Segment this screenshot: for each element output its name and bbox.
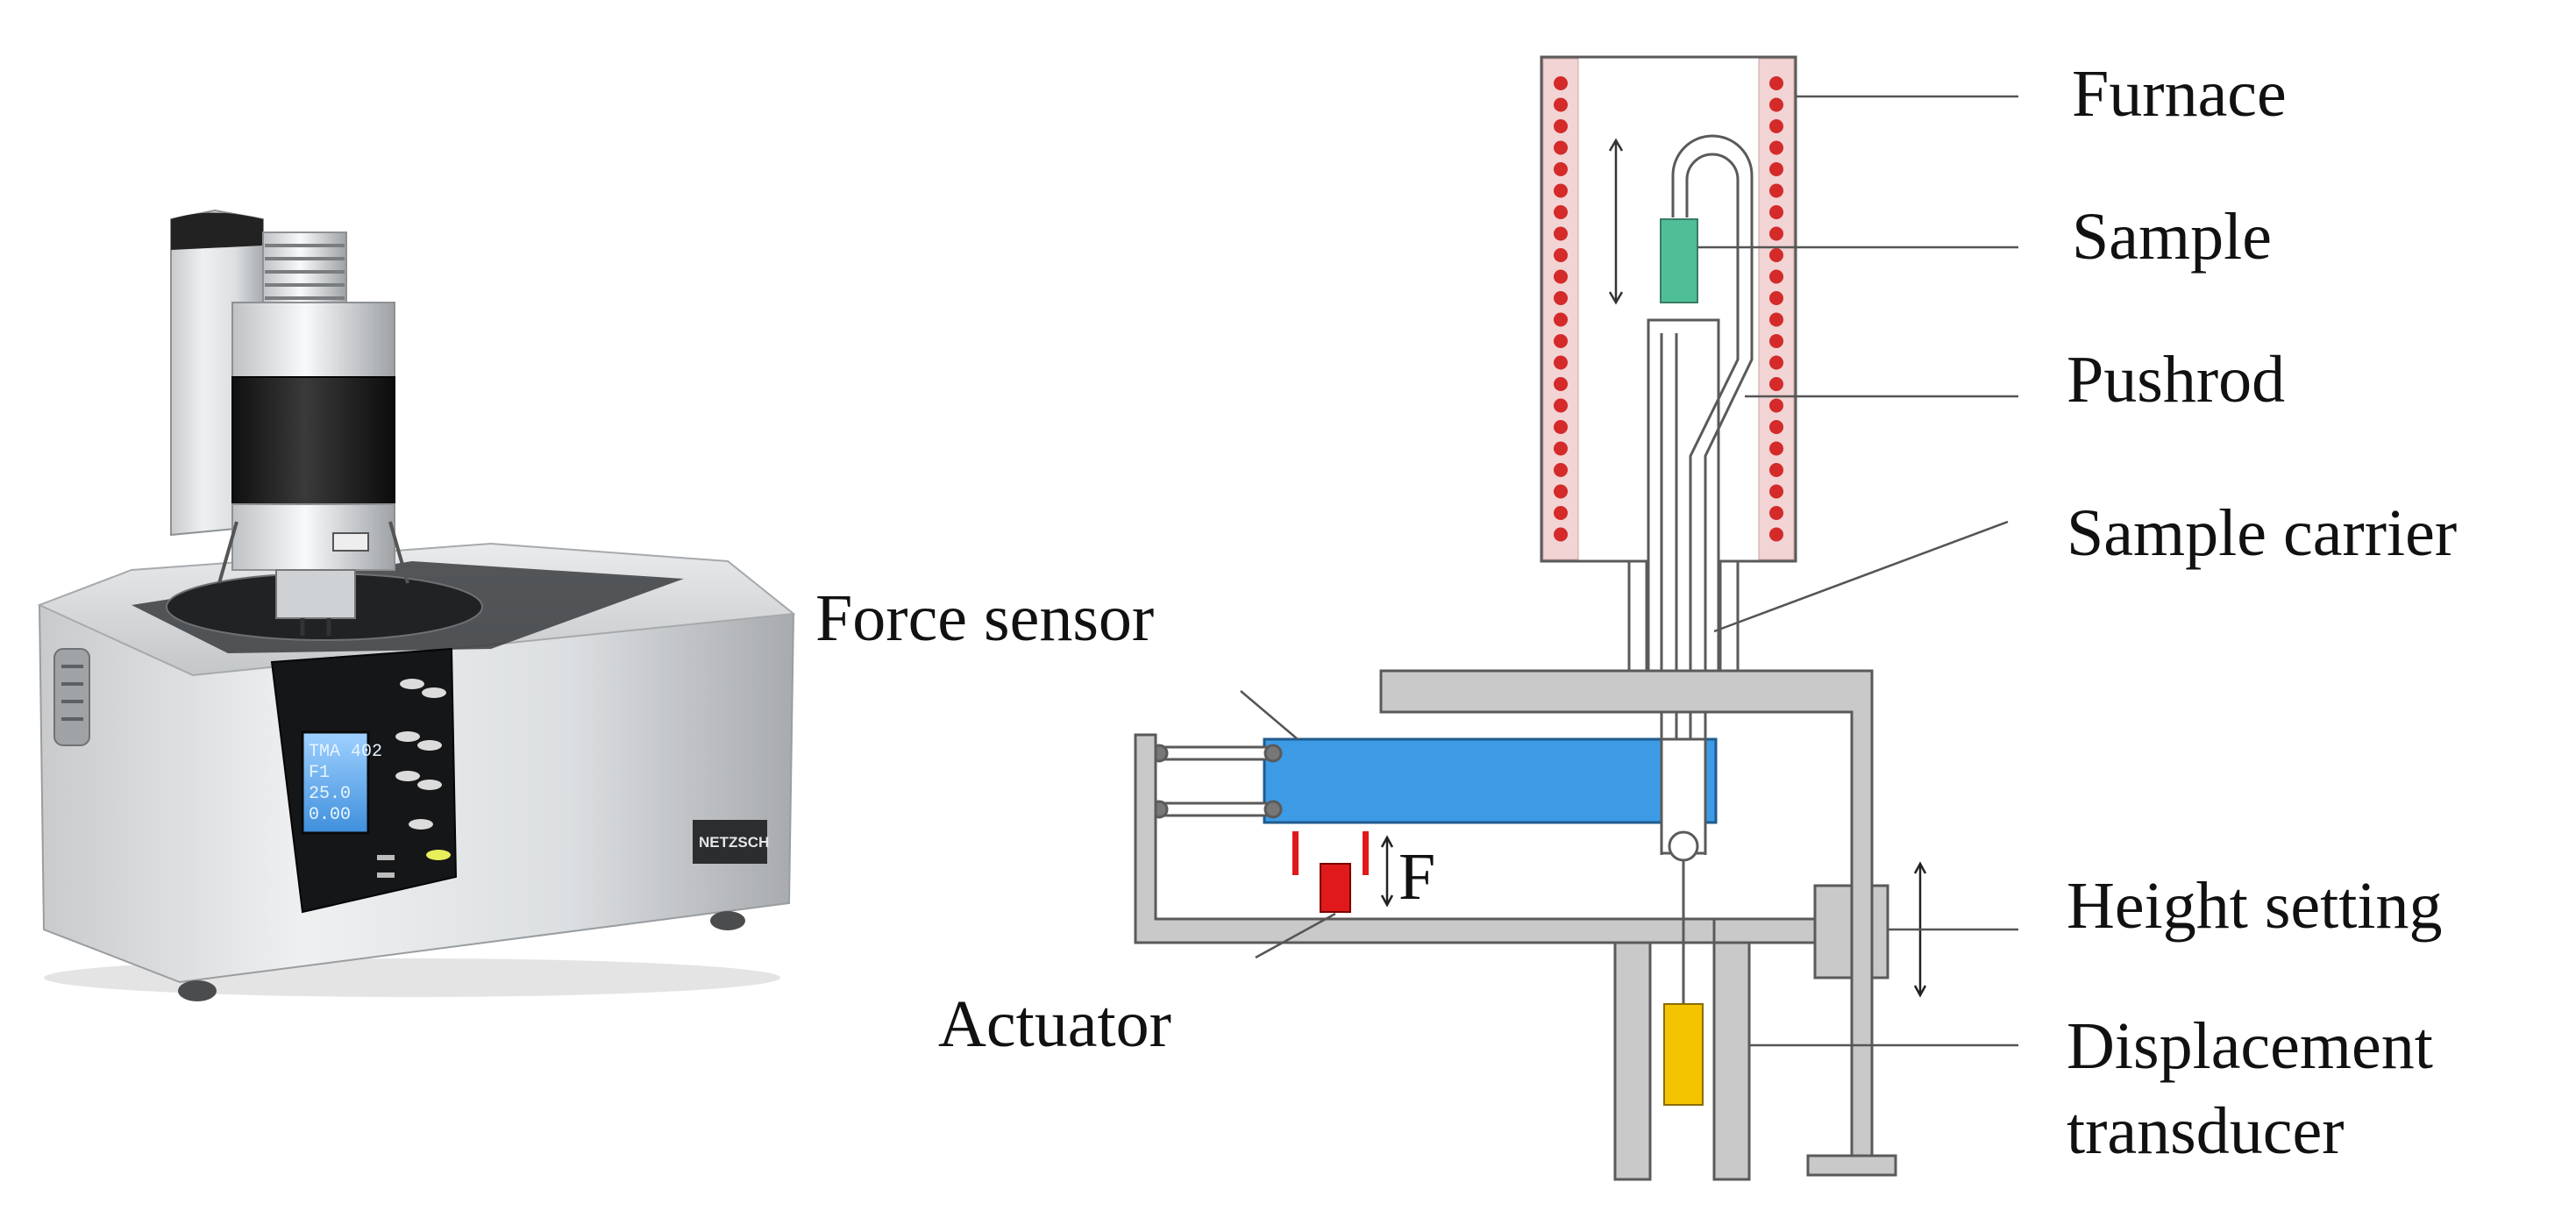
height-setting-knob <box>1870 884 1889 979</box>
force-arrow <box>1380 835 1394 908</box>
label-furnace: Furnace <box>2072 57 2287 131</box>
heater-dot <box>1554 484 1568 499</box>
transducer-housing-left <box>1613 941 1652 1181</box>
heater-dot <box>1554 312 1568 327</box>
display-line: 25.0 <box>309 784 351 804</box>
label-force-sensor: Force sensor <box>815 581 1154 655</box>
heater-dot <box>1554 97 1568 112</box>
heater-dot <box>1769 76 1783 90</box>
heater-dot <box>1769 441 1783 456</box>
heater-dot <box>1769 291 1783 305</box>
heater-dot <box>1769 420 1783 434</box>
heater-dot <box>1769 248 1783 262</box>
heater-dot <box>1769 484 1783 499</box>
leader-lines <box>1240 95 2018 1047</box>
label-displacement: Displacement <box>2067 1009 2433 1083</box>
brand-badge <box>693 820 767 864</box>
heater-dot <box>1554 162 1568 176</box>
heater-dot <box>1554 420 1568 434</box>
heater-dot <box>1769 312 1783 327</box>
sample-carrier-tube <box>1671 134 1754 324</box>
label-actuator: Actuator <box>938 987 1171 1061</box>
heater-dot <box>1554 76 1568 90</box>
pushrod-tip <box>1668 830 1699 862</box>
heater-dot <box>1769 205 1783 219</box>
heater-dot <box>1769 269 1783 284</box>
instrument-furnace <box>217 231 409 636</box>
displacement-transducer <box>1663 1003 1704 1106</box>
heater-dot <box>1554 140 1568 155</box>
heater-dot <box>1554 398 1568 413</box>
furnace-wall-right <box>1758 58 1795 560</box>
flexure-springs <box>1149 744 1283 819</box>
heater-dot <box>1554 334 1568 348</box>
heater-dot <box>1554 226 1568 241</box>
instrument-foot <box>710 911 745 930</box>
label-sample-carrier: Sample carrier <box>2067 496 2457 570</box>
force-symbol: F <box>1398 840 1435 914</box>
heater-dot <box>1769 377 1783 391</box>
actuator <box>1320 863 1351 913</box>
heater-dot <box>1554 269 1568 284</box>
travel-range-arrow <box>1608 138 1624 305</box>
label-sample: Sample <box>2072 200 2272 274</box>
heater-dot <box>1554 527 1568 542</box>
instrument-tower-cap <box>171 212 263 250</box>
heater-dot <box>1769 97 1783 112</box>
force-sensor-bar <box>1263 737 1718 824</box>
heater-dot <box>1769 355 1783 370</box>
heater-dot <box>1554 205 1568 219</box>
heater-dot <box>1554 291 1568 305</box>
height-setting-bracket <box>1813 884 1854 979</box>
heater-dot <box>1554 248 1568 262</box>
panel-buttons <box>377 679 451 878</box>
instrument-foot <box>178 980 217 1001</box>
heater-dot <box>1554 441 1568 456</box>
instrument-illustration: TMA 402 F1 25.0 0.00 NETZSCH <box>37 209 796 1001</box>
actuator-pin <box>1363 831 1369 875</box>
heater-dot <box>1769 506 1783 520</box>
heater-dot <box>1554 183 1568 198</box>
frame-foot <box>1806 1154 1897 1177</box>
heater-dot <box>1554 119 1568 133</box>
side-vent-icon <box>53 648 90 746</box>
label-pushrod: Pushrod <box>2067 343 2285 417</box>
heater-dot <box>1769 183 1783 198</box>
heater-dot <box>1769 140 1783 155</box>
actuator-pin <box>1292 831 1299 875</box>
transducer-housing-right <box>1712 941 1751 1181</box>
carrier-supports <box>1627 559 1740 677</box>
heater-coils <box>1554 76 1783 542</box>
label-height-setting: Height setting <box>2067 869 2443 943</box>
heater-dot <box>1769 334 1783 348</box>
schematic: F Furnace Sample Pushrod Sample carrier … <box>815 55 2457 1181</box>
brand-label: NETZSCH <box>699 834 769 851</box>
instrument-display <box>301 730 370 835</box>
sample-specimen <box>1660 218 1698 303</box>
display-line: F1 <box>309 763 330 783</box>
heater-dot <box>1769 162 1783 176</box>
label-transducer: transducer <box>2067 1094 2345 1168</box>
furnace-wall-left <box>1542 58 1579 560</box>
heater-dot <box>1554 463 1568 477</box>
heater-dot <box>1554 377 1568 391</box>
heater-dot <box>1554 355 1568 370</box>
heater-dot <box>1769 463 1783 477</box>
heater-dot <box>1554 506 1568 520</box>
heater-dot <box>1769 226 1783 241</box>
heater-dot <box>1769 398 1783 413</box>
base-frame-right <box>1712 917 1821 944</box>
display-line: TMA 402 <box>309 742 382 762</box>
heater-dot <box>1769 527 1783 542</box>
display-line: 0.00 <box>309 805 351 825</box>
heater-dot <box>1769 119 1783 133</box>
